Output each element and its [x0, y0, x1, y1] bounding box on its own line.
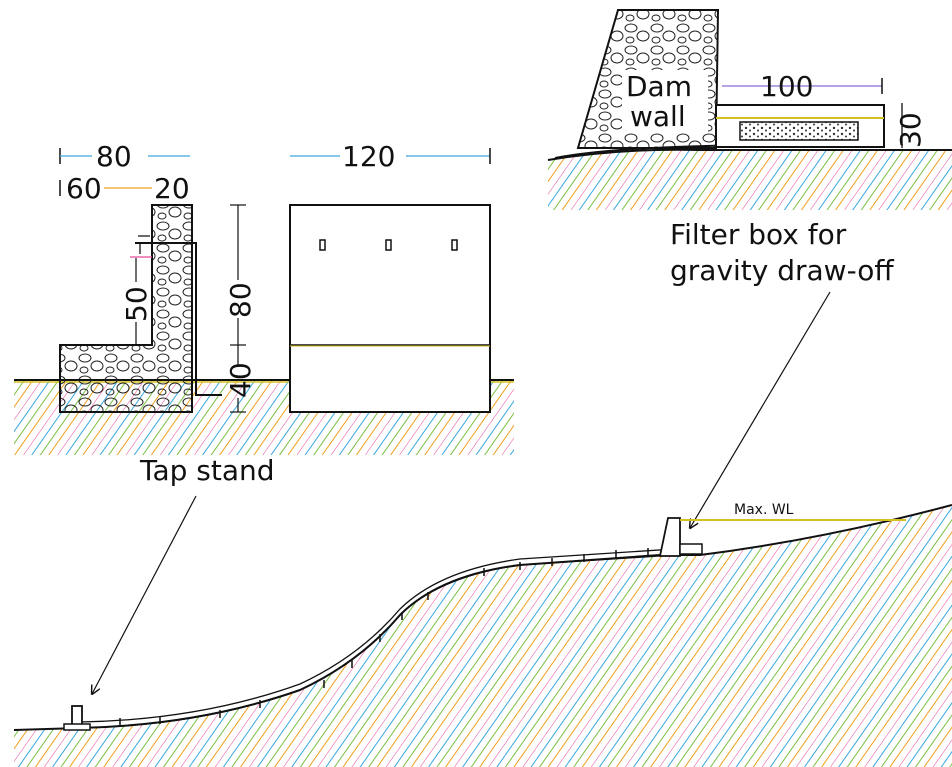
small-dam-wall [658, 517, 681, 557]
dam-label-line2: wall [630, 100, 686, 133]
tap-stand-section: 80 60 20 120 50 80 40 [14, 140, 514, 455]
dim-label-80-width: 80 [96, 140, 132, 173]
filter-gravel [739, 121, 859, 141]
dim-label-20: 20 [154, 172, 190, 205]
tap-pipe [135, 242, 222, 396]
hillside-profile: Max. WL [13, 502, 952, 767]
filter-box-caption-line2: gravity draw-off [670, 254, 894, 287]
dim-label-100: 100 [760, 70, 813, 103]
dam-ground-line [547, 148, 952, 161]
tap-outlet-3 [451, 239, 458, 251]
dam-ground-hatch [548, 149, 952, 210]
filter-box-caption-line1: Filter box for [670, 218, 847, 251]
dim-label-50: 50 [120, 286, 153, 322]
tap-stand-arrow [92, 495, 197, 694]
dim-label-80-height: 80 [224, 282, 257, 318]
filter-box-arrow [690, 291, 831, 528]
dim-label-120: 120 [342, 140, 395, 173]
tap-stand-caption: Tap stand [139, 454, 275, 487]
dim-label-60: 60 [66, 172, 102, 205]
tap-stand-body [59, 204, 193, 413]
pipe-supports [119, 548, 649, 726]
dam-wall-detail: 100 30 Dam wall [547, 9, 952, 210]
hillside-ground-hatch [14, 505, 952, 767]
small-tap-stand [71, 705, 83, 727]
gravity-pipeline [79, 547, 691, 723]
max-water-level-label: Max. WL [734, 502, 794, 518]
tap-outlet-2 [385, 239, 392, 251]
tap-stand-front-elevation [289, 204, 491, 413]
small-filter-box [679, 543, 703, 555]
dim-label-30: 30 [894, 112, 927, 148]
tap-outlet-1 [319, 239, 326, 251]
dam-label-line1: Dam [626, 70, 692, 103]
dim-label-40: 40 [224, 362, 257, 398]
